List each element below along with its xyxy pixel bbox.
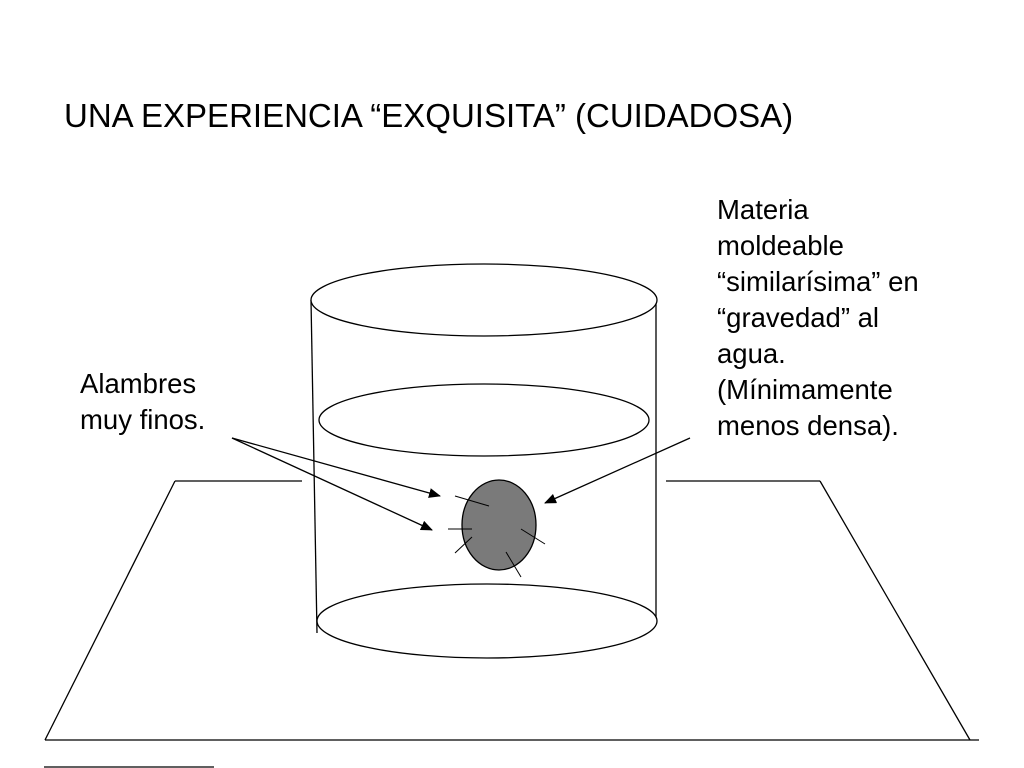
wire [505, 551, 522, 578]
wire [454, 536, 473, 554]
annotation-line: Alambres [80, 368, 197, 399]
fine-wires [448, 495, 546, 578]
annotation-line: moldeable [717, 230, 844, 261]
annotation-line: muy finos. [80, 404, 206, 435]
wire [520, 528, 546, 545]
blob [461, 479, 537, 571]
table [44, 480, 979, 741]
annotation-line: menos densa). [717, 410, 899, 441]
arrow-matter [544, 437, 691, 504]
arrow-wires-upper [231, 437, 441, 498]
arrow-wires-lower [231, 437, 433, 531]
wire [454, 495, 490, 507]
annotation-arrows [231, 437, 691, 531]
cylinder-left-wall [310, 299, 318, 634]
cylinder-base [316, 583, 658, 659]
annotation-line: Materia [717, 194, 809, 225]
annotation-wires: Alambres muy finos. [80, 366, 260, 438]
annotation-line: “gravedad” al [717, 302, 880, 333]
table-right-edge [819, 480, 971, 741]
water-surface [318, 383, 650, 457]
annotation-line: agua. [717, 338, 786, 369]
annotation-matter: Materia moldeable “similarísima” en “gra… [717, 192, 1017, 444]
annotation-line: (Mínimamente [717, 374, 893, 405]
glass-cylinder [310, 263, 658, 659]
table-left-edge [44, 480, 176, 741]
cylinder-rim [310, 263, 658, 337]
suspended-blob [448, 479, 546, 578]
annotation-line: “similarísima” en [717, 266, 919, 297]
slide-title: UNA EXPERIENCIA “EXQUISITA” (CUIDADOSA) [64, 97, 794, 134]
